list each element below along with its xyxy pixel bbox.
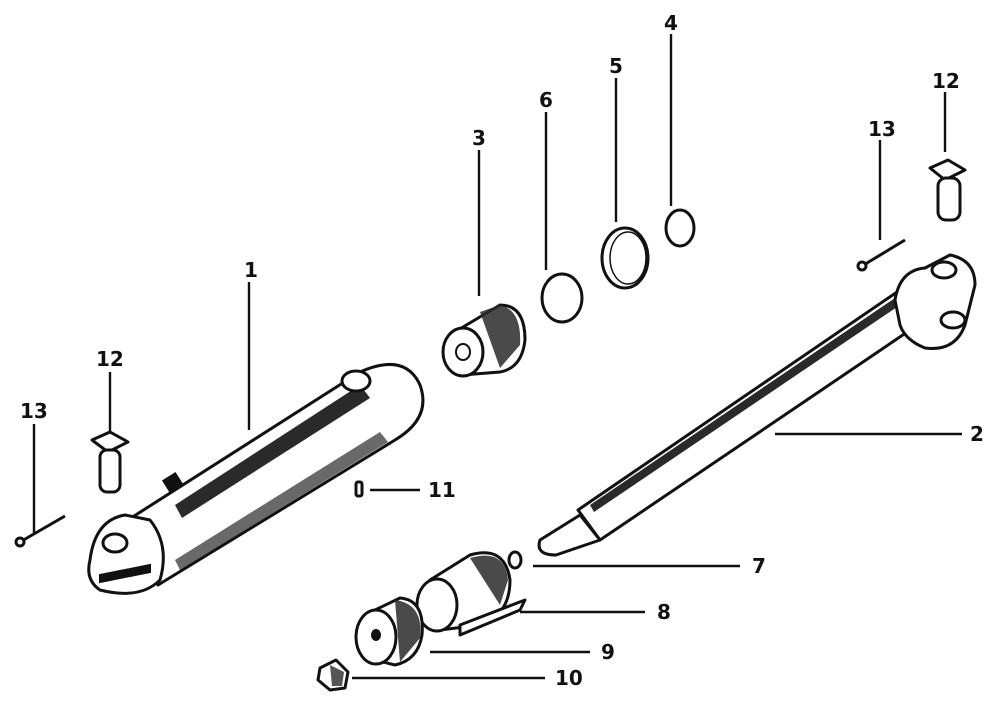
part-12-clevis-pin-left <box>90 430 130 494</box>
part-1-cylinder-barrel <box>87 363 425 595</box>
callout-5: 5 <box>609 54 623 78</box>
callout-8: 8 <box>657 600 671 624</box>
leader-lines <box>32 34 962 680</box>
callout-7: 7 <box>752 554 766 578</box>
part-2-piston-rod <box>537 253 977 557</box>
part-4-ring <box>664 208 696 248</box>
callout-6: 6 <box>539 88 553 112</box>
part-6-ring <box>540 272 584 324</box>
callout-labels: 1 2 3 6 5 4 12 13 12 13 11 7 8 9 10 <box>20 11 984 690</box>
callout-13-left: 13 <box>20 399 48 423</box>
part-8-piston <box>415 551 527 637</box>
callout-1: 1 <box>244 258 258 282</box>
part-5-seal-ring <box>600 226 650 290</box>
part-13-split-pin-right <box>856 238 906 272</box>
callout-11: 11 <box>428 478 456 502</box>
callout-10: 10 <box>555 666 583 690</box>
callout-9: 9 <box>601 640 615 664</box>
callout-2: 2 <box>970 422 984 446</box>
callout-12-right: 12 <box>932 69 960 93</box>
part-10-small-nut <box>316 658 350 692</box>
part-11-small-pin <box>354 480 364 498</box>
callout-13-right: 13 <box>868 117 896 141</box>
part-12-clevis-pin-right <box>928 158 967 222</box>
part-3-gland-nut <box>441 303 527 378</box>
part-7-o-ring <box>507 550 523 570</box>
part-9-nut <box>354 596 424 667</box>
callout-4: 4 <box>664 11 678 35</box>
callout-12-left: 12 <box>96 347 124 371</box>
part-13-split-pin-left <box>14 514 66 548</box>
callout-3: 3 <box>472 126 486 150</box>
